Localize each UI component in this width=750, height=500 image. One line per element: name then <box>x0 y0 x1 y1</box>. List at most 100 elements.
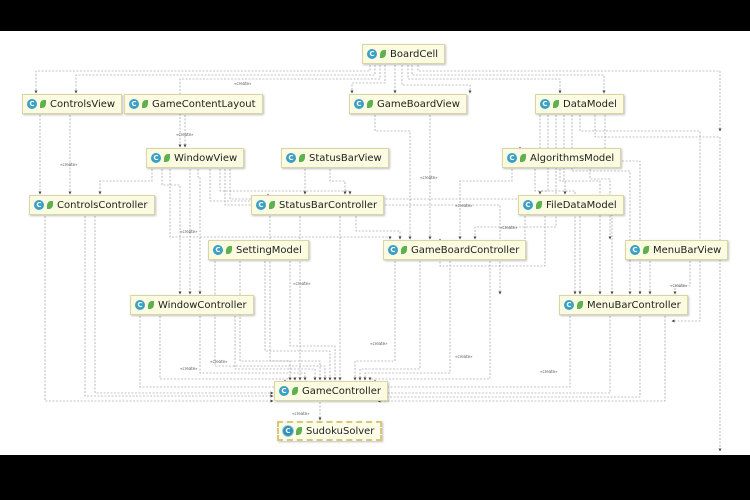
edge-label: «create» <box>455 203 473 208</box>
class-algorithmsmodel[interactable]: C AlgorithmsModel <box>502 148 622 168</box>
dependency-edge <box>355 216 402 240</box>
leaf-icon <box>47 201 53 209</box>
edge-label: «create» <box>210 359 228 364</box>
dependency-edge <box>411 65 606 94</box>
class-icon: C <box>507 153 517 163</box>
class-gameboardview[interactable]: C GameBoardView <box>349 94 467 114</box>
dependency-edge <box>368 261 491 381</box>
class-menubarcontroller[interactable]: C MenuBarController <box>559 295 688 315</box>
leaf-icon <box>553 100 559 108</box>
dependency-edge <box>224 169 502 295</box>
dependency-edge <box>473 115 557 240</box>
dependency-edge <box>350 65 386 94</box>
dependency-edge <box>264 261 332 381</box>
dependency-edge <box>214 261 327 381</box>
class-name: ControlsView <box>50 98 116 110</box>
class-icon: C <box>256 200 266 210</box>
class-controlsview[interactable]: C ControlsView <box>22 94 123 114</box>
dependency-edge <box>594 115 722 452</box>
class-settingmodel[interactable]: C SettingModel <box>208 240 309 260</box>
dependency-edge <box>673 261 691 295</box>
class-icon: C <box>367 49 377 59</box>
class-icon: C <box>523 200 533 210</box>
class-name: DataModel <box>563 98 617 110</box>
leaf-icon <box>296 427 302 435</box>
edge-label: «create» <box>176 132 194 137</box>
leaf-icon <box>148 301 154 309</box>
class-windowcontroller[interactable]: C WindowController <box>130 295 254 315</box>
dependency-edge <box>239 261 322 381</box>
edge-label: «create» <box>293 281 311 286</box>
class-name: WindowView <box>174 152 238 164</box>
edge-label: «create» <box>370 341 388 346</box>
class-windowview[interactable]: C WindowView <box>146 148 245 168</box>
class-name: SettingModel <box>236 244 302 256</box>
leaf-icon <box>299 154 305 162</box>
dependency-edge <box>376 316 641 401</box>
leaf-icon <box>577 301 583 309</box>
dependency-edge <box>538 115 549 195</box>
dependency-edge <box>34 65 371 94</box>
class-icon: C <box>540 99 550 109</box>
dependency-edge <box>139 316 287 388</box>
edge-label: «create» <box>180 366 198 371</box>
dependency-edge <box>401 65 472 94</box>
dependency-edge <box>199 316 307 381</box>
class-boardcell[interactable]: C BoardCell <box>362 44 446 64</box>
class-icon: C <box>354 99 364 109</box>
class-gameboardcontroller[interactable]: C GameBoardController <box>383 240 527 260</box>
dependency-edge <box>377 316 666 403</box>
class-icon: C <box>213 245 223 255</box>
dependency-edge <box>376 316 611 401</box>
leaf-icon <box>367 100 373 108</box>
leaf-icon <box>380 50 386 58</box>
class-name: BoardCell <box>390 48 439 60</box>
class-name: GameContentLayout <box>152 98 256 110</box>
dependency-edge <box>197 169 202 295</box>
dependency-edge <box>159 316 297 381</box>
class-statusbarview[interactable]: C StatusBarView <box>281 148 389 168</box>
dependency-edge <box>604 115 642 295</box>
class-name: GameController <box>302 385 381 397</box>
class-name: SudokuSolver <box>306 425 375 437</box>
class-gamecontroller[interactable]: C GameController <box>274 381 388 401</box>
class-name: ControlsController <box>57 199 148 211</box>
class-statusbarcontroller[interactable]: C StatusBarController <box>251 195 385 215</box>
edge-label: «create» <box>500 225 518 230</box>
class-menubarview[interactable]: C MenuBarView <box>625 240 729 260</box>
class-name: StatusBarController <box>279 199 378 211</box>
class-icon: C <box>129 99 139 109</box>
class-gamecontentlayout[interactable]: C GameContentLayout <box>124 94 263 114</box>
leaf-icon <box>40 100 46 108</box>
class-name: MenuBarController <box>587 299 681 311</box>
leaf-icon <box>401 246 407 254</box>
class-controlscontroller[interactable]: C ControlsController <box>29 195 155 215</box>
class-datamodel[interactable]: C DataModel <box>535 94 624 114</box>
leaf-icon <box>292 387 298 395</box>
class-name: AlgorithmsModel <box>530 152 615 164</box>
dependency-edge <box>94 216 274 395</box>
class-icon: C <box>564 300 574 310</box>
class-name: WindowController <box>158 299 247 311</box>
class-icon: C <box>630 245 640 255</box>
main-class-icon: C <box>283 426 293 436</box>
class-icon: C <box>135 300 145 310</box>
dependency-edge <box>579 115 701 323</box>
edge-label: «create» <box>455 354 473 359</box>
class-filedatamodel[interactable]: C FileDataModel <box>518 195 624 215</box>
edge-label: «create» <box>60 162 78 167</box>
dependency-edge <box>559 169 567 195</box>
class-icon: C <box>286 153 296 163</box>
dependency-edge <box>373 316 571 388</box>
dependency-edge <box>353 261 396 381</box>
dependency-edge <box>84 216 274 398</box>
edge-label: «create» <box>420 175 438 180</box>
edge-label: «create» <box>180 229 198 234</box>
edge-label: «create» <box>540 369 558 374</box>
class-sudokusolver[interactable]: C SudokuSolver <box>277 421 383 441</box>
dependency-edge <box>407 65 562 94</box>
leaf-icon <box>536 201 542 209</box>
edge-label: «create» <box>292 411 310 416</box>
leaf-icon <box>269 201 275 209</box>
class-icon: C <box>151 153 161 163</box>
